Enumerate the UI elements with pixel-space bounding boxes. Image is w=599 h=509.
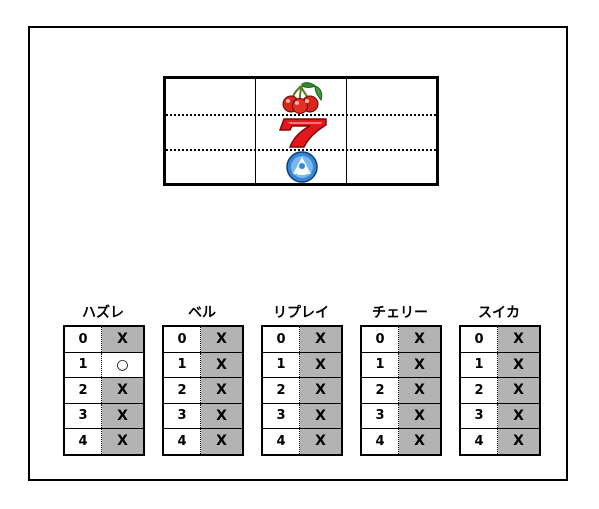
row-number: 0 xyxy=(461,327,498,352)
replay-icon xyxy=(258,149,346,184)
row-number: 0 xyxy=(362,327,399,352)
cherry-icon xyxy=(258,79,346,114)
row-number: 1 xyxy=(263,352,300,377)
row-mark[interactable]: X xyxy=(498,429,539,454)
row-number: 4 xyxy=(461,429,498,454)
reel-divider-right xyxy=(346,79,347,183)
row-mark[interactable]: X xyxy=(102,378,143,403)
row-mark[interactable]: X xyxy=(300,429,341,454)
table-title: リプレイ xyxy=(273,305,329,321)
row-mark[interactable]: X xyxy=(498,352,539,377)
row-mark[interactable]: X xyxy=(498,378,539,403)
row-number: 1 xyxy=(362,352,399,377)
row-mark[interactable]: X xyxy=(399,403,440,428)
row-mark[interactable]: X xyxy=(300,352,341,377)
row-number: 4 xyxy=(65,429,102,454)
game-frame xyxy=(28,26,568,481)
row-number: 3 xyxy=(263,403,300,428)
payline-top xyxy=(166,114,436,116)
row-number: 2 xyxy=(263,378,300,403)
row-number: 4 xyxy=(362,429,399,454)
row-mark[interactable]: X xyxy=(102,403,143,428)
payline-bottom xyxy=(166,149,436,151)
seven-icon xyxy=(258,114,346,149)
row-number: 3 xyxy=(362,403,399,428)
row-mark[interactable]: X xyxy=(201,378,242,403)
row-mark[interactable]: X xyxy=(399,352,440,377)
row-number: 2 xyxy=(65,378,102,403)
row-mark[interactable]: ○ xyxy=(102,352,143,377)
row-number: 3 xyxy=(164,403,201,428)
row-mark[interactable]: X xyxy=(102,327,143,352)
row-mark[interactable]: X xyxy=(399,378,440,403)
row-mark[interactable]: X xyxy=(300,327,341,352)
row-number: 2 xyxy=(164,378,201,403)
row-number: 4 xyxy=(263,429,300,454)
row-number: 0 xyxy=(164,327,201,352)
reel-window xyxy=(163,76,439,186)
row-number: 1 xyxy=(461,352,498,377)
row-mark[interactable]: X xyxy=(102,429,143,454)
row-mark[interactable]: X xyxy=(498,403,539,428)
row-number: 1 xyxy=(164,352,201,377)
table-row: 1○ xyxy=(65,352,143,378)
row-number: 2 xyxy=(362,378,399,403)
row-mark[interactable]: X xyxy=(201,352,242,377)
row-mark[interactable]: X xyxy=(300,378,341,403)
table-title: ハズレ xyxy=(82,305,124,321)
table-title: ベル xyxy=(188,305,216,321)
row-number: 4 xyxy=(164,429,201,454)
row-mark[interactable]: X xyxy=(201,403,242,428)
row-mark[interactable]: X xyxy=(300,403,341,428)
row-mark[interactable]: X xyxy=(399,327,440,352)
row-number: 3 xyxy=(461,403,498,428)
row-number: 3 xyxy=(65,403,102,428)
row-number: 1 xyxy=(65,352,102,377)
row-mark[interactable]: X xyxy=(399,429,440,454)
row-mark[interactable]: X xyxy=(201,429,242,454)
table-title: スイカ xyxy=(478,305,520,321)
row-number: 2 xyxy=(461,378,498,403)
row-number: 0 xyxy=(263,327,300,352)
row-mark[interactable]: X xyxy=(498,327,539,352)
row-number: 0 xyxy=(65,327,102,352)
row-mark[interactable]: X xyxy=(201,327,242,352)
table-title: チェリー xyxy=(372,305,428,321)
reel-divider-left xyxy=(255,79,256,183)
